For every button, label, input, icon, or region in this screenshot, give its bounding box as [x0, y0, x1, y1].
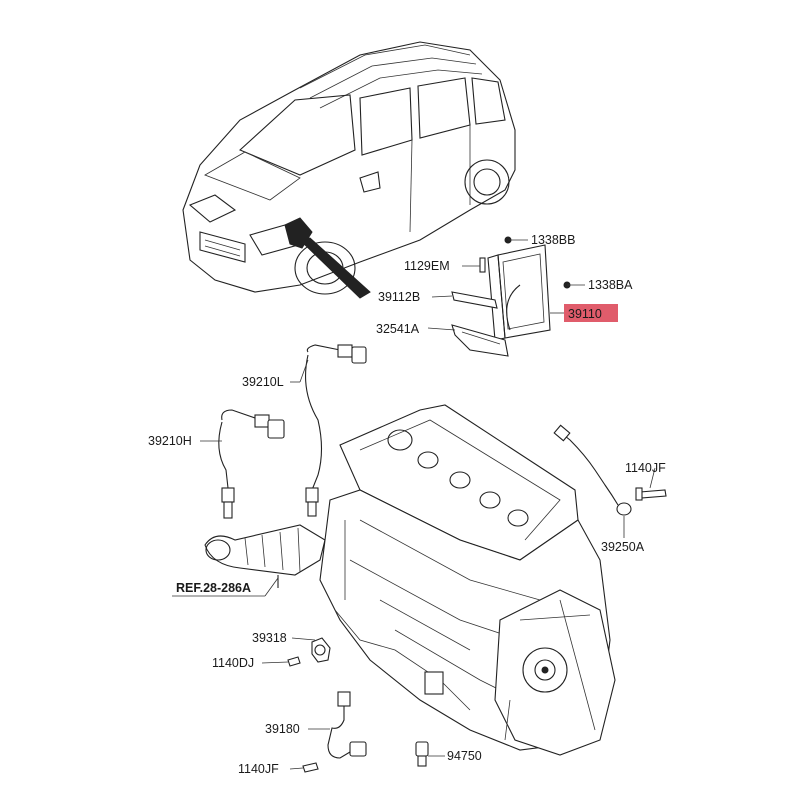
callout-39318: 39318: [252, 631, 287, 645]
sensor-94750: [415, 741, 429, 767]
callout-39112B: 39112B: [378, 290, 420, 304]
callout-39210L: 39210L: [242, 375, 284, 389]
cam-sensor-39318: [287, 637, 331, 667]
callout-ref: REF.28-286A: [176, 581, 251, 595]
callout-labels: 1338BB 1129EM 1338BA 39112B 39110 32541A…: [148, 233, 666, 776]
knock-sensor-39250A: [553, 424, 667, 516]
callout-1140JF-bottom: 1140JF: [238, 762, 279, 776]
callout-39210H: 39210H: [148, 434, 192, 448]
highlight-box-39110: [564, 304, 618, 322]
vehicle-illustration: [182, 41, 516, 299]
callout-39250A: 39250A: [601, 540, 645, 554]
oxygen-sensor-39210L: [305, 344, 367, 517]
callout-94750: 94750: [447, 749, 482, 763]
callout-1129EM: 1129EM: [404, 259, 450, 273]
engine-block: [319, 404, 616, 756]
callout-32541A: 32541A: [376, 322, 420, 336]
oxygen-sensor-39210H: [218, 409, 285, 519]
callout-1338BB: 1338BB: [531, 233, 575, 247]
callout-1140JF-top: 1140JF: [625, 461, 666, 475]
callout-1140DJ: 1140DJ: [212, 656, 254, 670]
callout-39180: 39180: [265, 722, 300, 736]
ecu-assembly: [451, 236, 571, 357]
callout-1338BA: 1338BA: [588, 278, 633, 292]
leader-lines: [172, 239, 656, 770]
callout-39110: 39110: [568, 307, 602, 321]
crank-sensor-39180: [302, 691, 367, 773]
exhaust-manifold-ref: [204, 524, 326, 588]
